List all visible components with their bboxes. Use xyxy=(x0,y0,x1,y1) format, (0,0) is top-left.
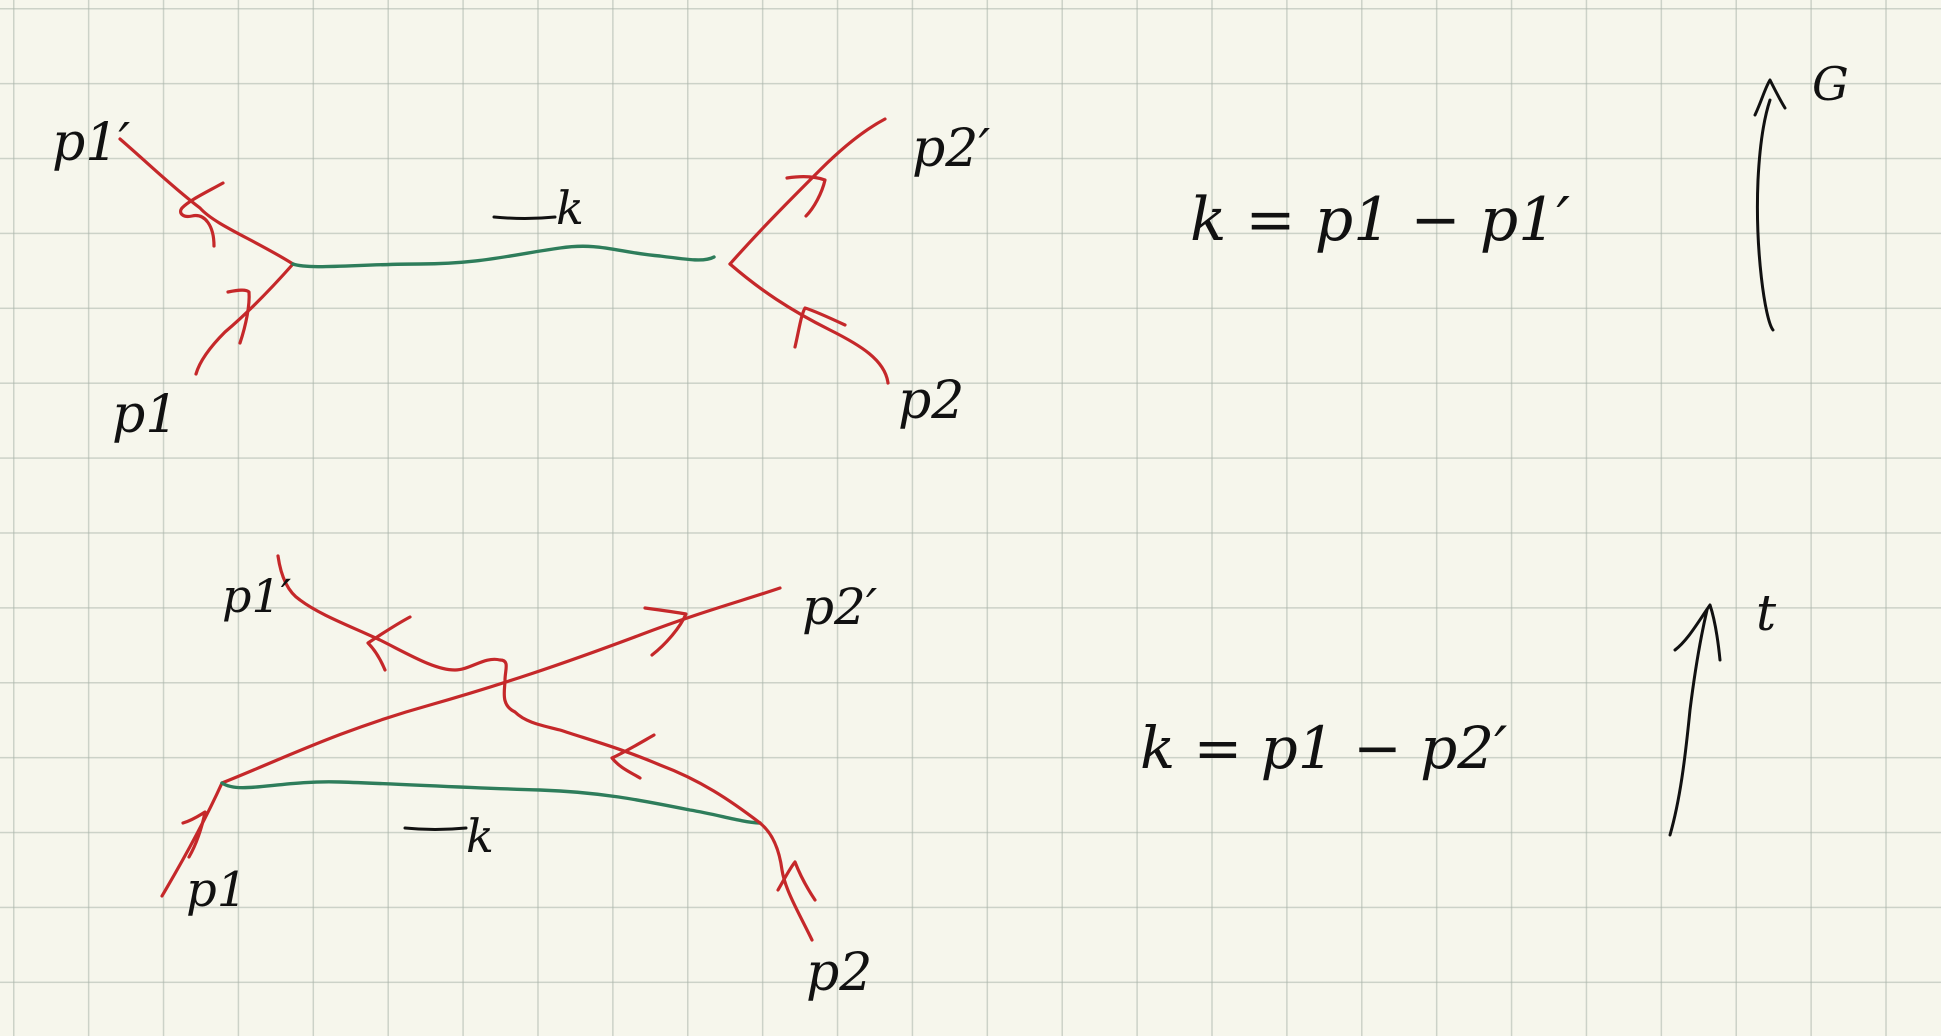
top-label-p1: p1 xyxy=(112,385,178,445)
bottom-diagram: k p1′ p2′ p1 p2 k = p1 − p2′ t xyxy=(160,554,1777,1003)
bottom-momentum-arrow xyxy=(403,826,468,831)
bottom-time-arrow xyxy=(1668,608,1709,837)
bottom-time-label: t xyxy=(1756,584,1777,642)
bottom-line-out-left xyxy=(276,554,762,825)
top-arrow-out-right xyxy=(785,175,827,218)
bottom-exchange-line xyxy=(220,780,762,825)
top-line-in-left xyxy=(194,262,295,376)
bottom-arrow-in-left xyxy=(181,810,207,859)
top-label-p2prime: p2′ xyxy=(912,119,990,179)
top-time-label: G xyxy=(1812,57,1849,111)
top-time-arrowhead xyxy=(1753,78,1787,117)
bottom-label-p2: p2 xyxy=(806,943,872,1003)
bottom-label-p1prime: p1′ xyxy=(222,569,292,623)
bottom-time-arrowhead xyxy=(1673,603,1722,662)
top-exchange-line xyxy=(291,244,716,269)
top-line-in-right xyxy=(728,262,890,385)
top-label-p1prime: p1′ xyxy=(52,113,130,173)
top-arrow-in-left xyxy=(226,288,251,345)
top-line-out-left xyxy=(118,137,295,266)
bottom-line-out-right xyxy=(220,586,782,785)
top-label-p2: p2 xyxy=(898,371,964,431)
bottom-momentum-label: k xyxy=(466,809,494,863)
bottom-arrow-out-right xyxy=(643,606,688,657)
bottom-arrow-out-left xyxy=(366,615,412,672)
bottom-label-p1: p1 xyxy=(186,862,247,918)
top-relation: k = p1 − p1′ xyxy=(1190,185,1570,255)
top-momentum-label: k xyxy=(556,181,584,235)
top-time-arrow xyxy=(1755,98,1775,332)
bottom-line-in-right xyxy=(758,821,814,942)
bottom-label-p2prime: p2′ xyxy=(802,578,878,636)
bottom-arrow-in-mid xyxy=(610,733,656,780)
top-arrow-out-left xyxy=(179,181,225,248)
bottom-arrow-in-right xyxy=(776,860,817,902)
top-diagram: k p1′ p1 p2′ p2 k = p1 − p1′ G xyxy=(52,57,1849,445)
top-arrow-in-right xyxy=(793,306,847,349)
top-line-out-right xyxy=(728,117,887,266)
top-momentum-arrow xyxy=(492,215,557,220)
bottom-relation: k = p1 − p2′ xyxy=(1140,714,1507,782)
